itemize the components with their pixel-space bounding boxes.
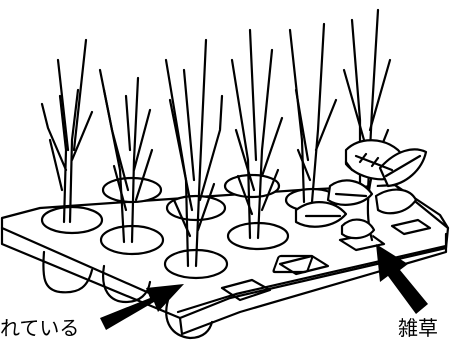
label-left-annotation: れている bbox=[0, 318, 79, 338]
seedling bbox=[290, 24, 336, 202]
label-weed: 雑草 bbox=[398, 318, 438, 338]
seedling bbox=[42, 40, 92, 222]
